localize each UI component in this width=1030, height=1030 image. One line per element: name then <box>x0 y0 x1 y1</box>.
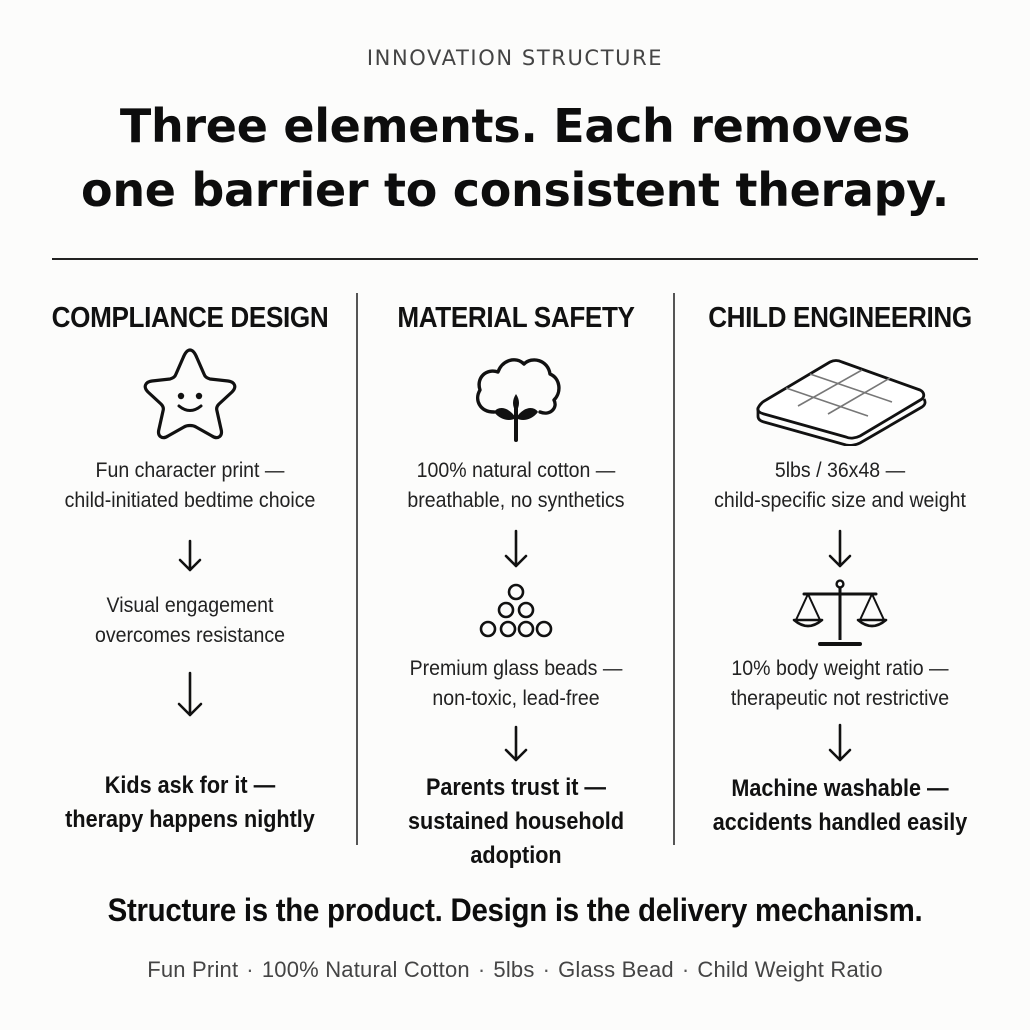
feature-item: 100% Natural Cotton <box>261 957 470 982</box>
headline-line-1: Three elements. Each removes <box>119 99 911 153</box>
tagline: Structure is the product. Design is the … <box>107 892 923 928</box>
column-title: MATERIAL SAFETY <box>397 302 635 334</box>
down-arrow-icon <box>828 723 852 762</box>
header-divider <box>52 258 978 260</box>
step-1-line-2: child-initiated bedtime choice <box>64 489 316 512</box>
outcome-line-2: accidents handled easily <box>712 809 968 836</box>
step-2-line-2: overcomes resistance <box>95 624 285 647</box>
balance-scale-icon <box>792 579 888 646</box>
outcome-text: Kids ask for it — therapy happens nightl… <box>50 769 331 837</box>
separator-dot: · <box>246 957 254 982</box>
step-1-line-2: child-specific size and weight <box>714 489 966 512</box>
step-1-text: 5lbs / 36x48 — child-specific size and w… <box>695 456 985 516</box>
step-2-line-2: therapeutic not restrictive <box>730 687 950 710</box>
eyebrow-label: INNOVATION STRUCTURE <box>366 46 664 70</box>
column-divider-left <box>356 293 358 845</box>
headline: Three elements. Each removes one barrier… <box>0 94 1030 222</box>
down-arrow-icon <box>504 725 528 762</box>
outcome-line-1: Kids ask for it — <box>104 772 276 799</box>
outcome-line-1: Parents trust it — <box>425 774 607 801</box>
column-title: COMPLIANCE DESIGN <box>51 302 329 334</box>
down-arrow-icon <box>178 539 202 572</box>
separator-dot: · <box>477 957 486 982</box>
step-1-text: 100% natural cotton — breathable, no syn… <box>371 456 661 516</box>
step-2-text: Visual engagement overcomes resistance <box>45 591 335 651</box>
step-2-line-1: Premium glass beads — <box>409 657 623 680</box>
step-1-text: Fun character print — child-initiated be… <box>45 456 335 516</box>
outcome-line-1: Machine washable — <box>731 775 949 802</box>
feature-summary: Fun Print · 100% Natural Cotton · 5lbs · Glass… <box>0 957 1030 983</box>
down-arrow-icon <box>504 529 528 568</box>
step-1-line-1: 100% natural cotton — <box>416 459 616 482</box>
separator-dot: · <box>681 957 690 982</box>
column-title: CHILD ENGINEERING <box>708 302 972 334</box>
column-divider-right <box>673 293 675 845</box>
feature-item: Child Weight Ratio <box>697 957 883 982</box>
outcome-line-2: sustained household adoption <box>407 808 625 869</box>
step-2-line-1: 10% body weight ratio — <box>731 657 949 680</box>
step-2-text: 10% body weight ratio — therapeutic not … <box>695 654 985 714</box>
down-arrow-icon <box>828 529 852 568</box>
step-1-line-2: breathable, no synthetics <box>407 489 625 512</box>
cotton-boll-icon <box>475 358 561 442</box>
smiling-star-icon <box>143 348 237 440</box>
step-1-line-1: Fun character print — <box>95 459 285 482</box>
quilted-blanket-icon <box>756 359 927 446</box>
outcome-line-2: therapy happens nightly <box>65 806 315 833</box>
down-arrow-icon <box>177 671 203 717</box>
step-2-line-1: Visual engagement <box>106 594 274 617</box>
glass-beads-icon <box>479 583 553 638</box>
step-2-line-2: non-toxic, lead-free <box>432 687 600 710</box>
outcome-text: Machine washable — accidents handled eas… <box>700 772 981 840</box>
feature-item: 5lbs <box>493 957 535 982</box>
outcome-text: Parents trust it — sustained household a… <box>376 771 657 873</box>
separator-dot: · <box>542 957 551 982</box>
headline-line-2: one barrier to consistent therapy. <box>81 163 949 217</box>
step-2-text: Premium glass beads — non-toxic, lead-fr… <box>371 654 661 714</box>
feature-item: Glass Bead <box>558 957 674 982</box>
feature-item: Fun Print <box>147 957 239 982</box>
step-1-line-1: 5lbs / 36x48 — <box>774 459 906 482</box>
